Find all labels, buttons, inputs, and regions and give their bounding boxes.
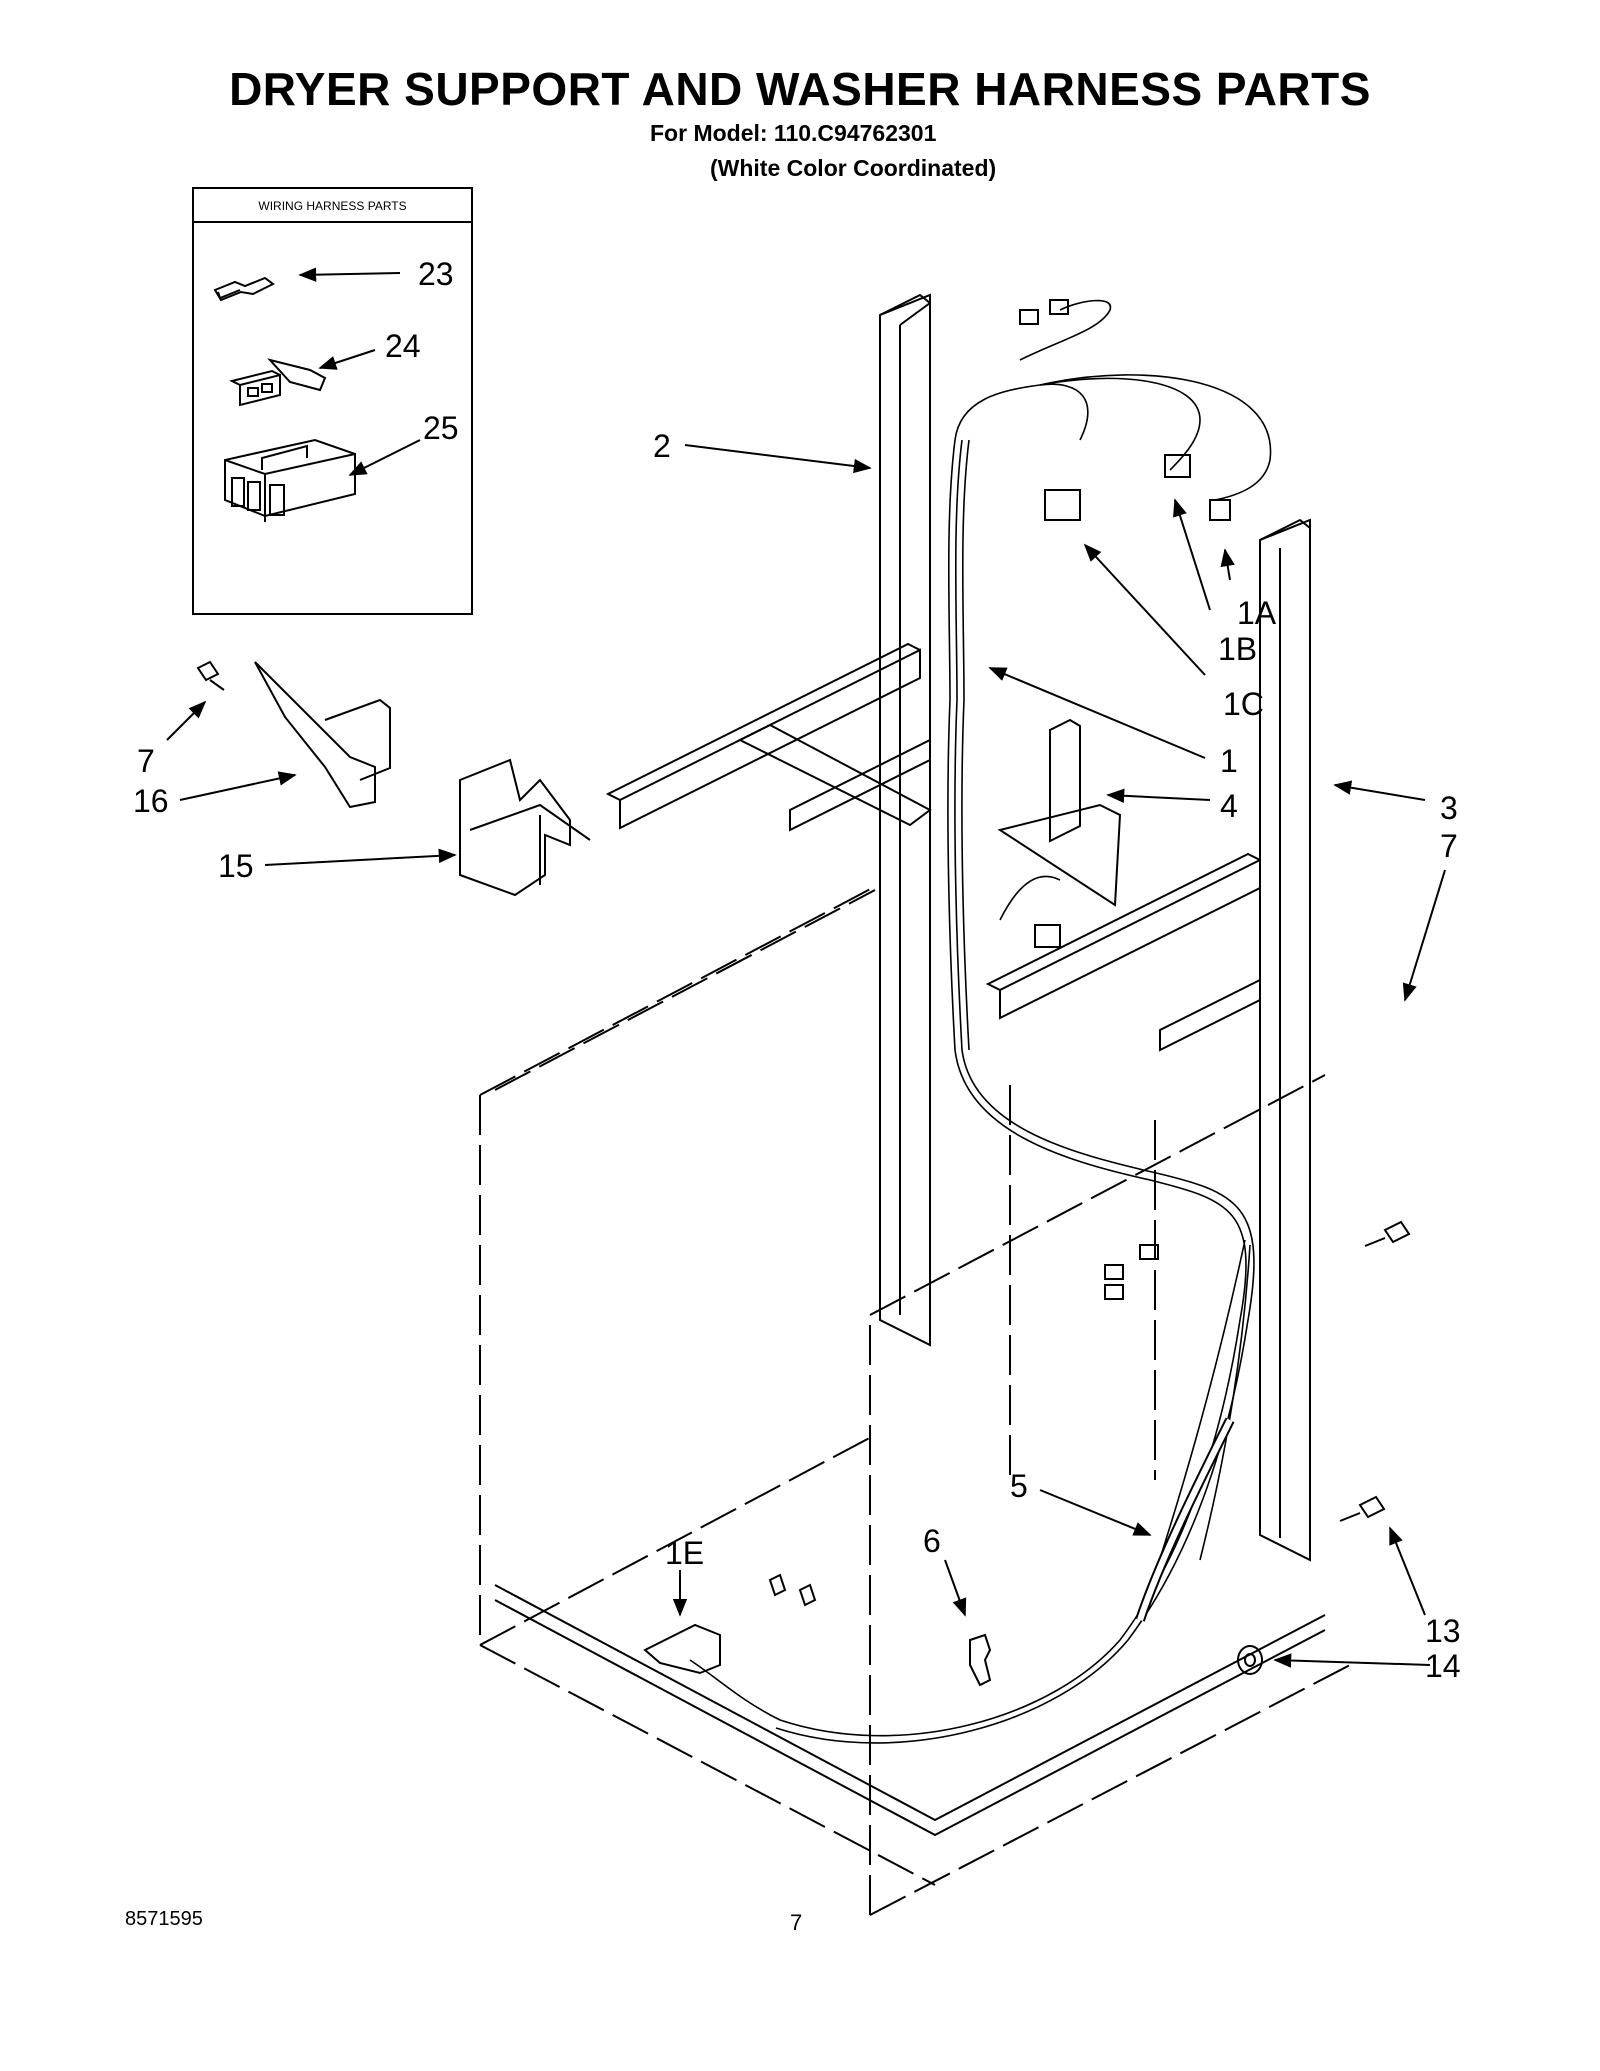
base-frame <box>494 1584 1326 1837</box>
callout-4: 4 <box>1220 788 1238 824</box>
callout-1E: 1E <box>665 1535 705 1571</box>
callout-13: 13 <box>1425 1613 1461 1649</box>
callout-3: 3 <box>1440 790 1458 826</box>
mounting-plate-part-4 <box>997 718 1122 907</box>
callout-24: 24 <box>385 328 421 364</box>
document-number: 8571595 <box>125 1908 203 1930</box>
callout-23: 23 <box>418 256 454 292</box>
callout-14: 14 <box>1425 1648 1461 1684</box>
page-number: 7 <box>790 1910 803 1935</box>
callout-2: 2 <box>653 428 671 464</box>
wiring-harness <box>689 299 1272 1744</box>
model-line: For Model: 110.C94762301 <box>650 120 937 146</box>
leader-arrows <box>166 267 1446 1668</box>
color-line: (White Color Coordinated) <box>710 155 997 181</box>
callout-1A: 1A <box>1237 595 1277 631</box>
callout-1: 1 <box>1220 743 1238 779</box>
crossbars <box>605 642 1261 1052</box>
clip-part-6 <box>969 1633 992 1687</box>
callout-1C: 1C <box>1223 686 1264 722</box>
page-title: DRYER SUPPORT AND WASHER HARNESS PARTS <box>229 63 1371 115</box>
connector-block-part-25 <box>224 438 356 522</box>
housing-part-24 <box>229 358 327 407</box>
callout-16: 16 <box>133 783 169 819</box>
dryer-support-left-upright <box>879 293 931 1347</box>
callout-7-right: 7 <box>1440 828 1458 864</box>
dryer-support-right-upright <box>1259 518 1311 1562</box>
wiring-harness-inset <box>192 187 473 615</box>
callout-1B: 1B <box>1218 631 1258 667</box>
terminal-part-23 <box>213 276 275 302</box>
screw-right-lower-icon <box>1339 1495 1386 1522</box>
callout-6: 6 <box>923 1523 941 1559</box>
screw-right-upper-icon <box>1364 1220 1411 1247</box>
callout-25: 25 <box>423 410 459 446</box>
screw-left-icon <box>196 660 225 691</box>
inset-title: WIRING HARNESS PARTS <box>258 199 407 213</box>
callout-7-left: 7 <box>137 743 155 779</box>
washer-part-14 <box>1237 1645 1263 1675</box>
harness-connectors <box>643 299 1231 1675</box>
bracket-assembly <box>254 661 591 897</box>
cabinet-outline <box>479 884 1351 1916</box>
callout-5: 5 <box>1010 1468 1028 1504</box>
callout-15: 15 <box>218 848 254 884</box>
